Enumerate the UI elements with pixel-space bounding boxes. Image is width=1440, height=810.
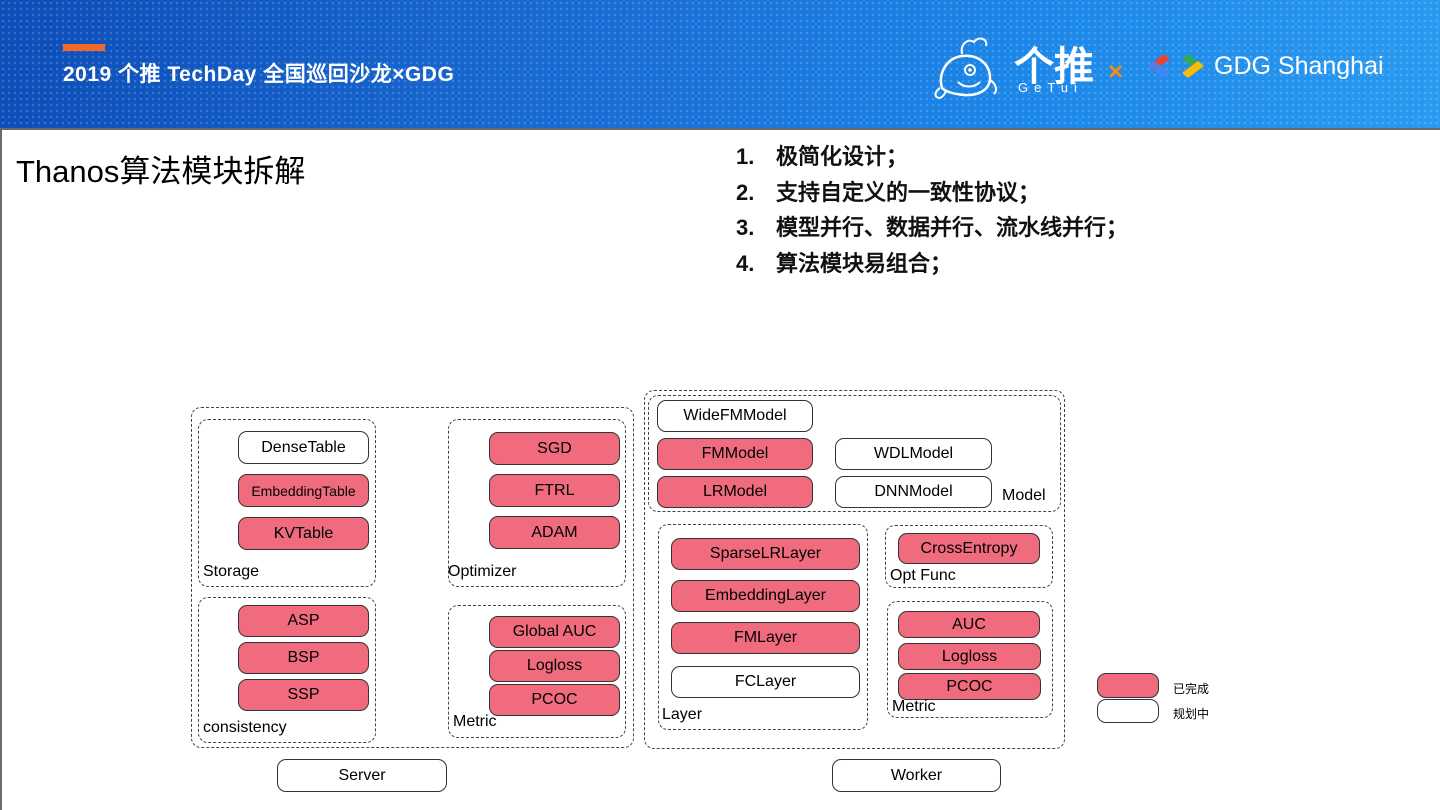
whale-mascot-icon [934,37,998,100]
optimizer-sgd: SGD [489,432,620,465]
model-group [648,395,1061,512]
worker-metric-group [887,601,1053,718]
server-metric-global-auc: Global AUC [489,616,620,648]
storage-label: Storage [203,563,260,580]
key-point-text: 算法模块易组合； [776,250,953,276]
layer-group [658,524,868,730]
model-lrmodel: LRModel [657,476,813,508]
key-point-text: 支持自定义的一致性协议； [776,179,1041,205]
server-label-box: Server [277,759,447,792]
optfunc-crossentropy: CrossEntropy [898,533,1040,564]
storage-kvtable: KVTable [238,517,369,550]
key-point: 4. 算法模块易组合； [736,249,1128,285]
worker-metric-auc: AUC [898,611,1040,638]
optimizer-ftrl: FTRL [489,474,620,507]
key-point-text: 模型并行、数据并行、流水线并行； [776,215,1129,240]
gdg-chevrons-icon [1148,54,1204,78]
key-point: 3. 模型并行、数据并行、流水线并行； [736,213,1128,249]
getui-logo-subtext: GeTui [1018,80,1083,95]
key-points-list: 1. 极简化设计； 2. 支持自定义的一致性协议； 3. 模型并行、数据并行、流水线并… [736,142,1128,284]
server-group [191,407,634,748]
header-divider [0,128,1440,130]
legend-done-label: 已完成 [1173,682,1210,696]
worker-metric-logloss: Logloss [898,643,1041,670]
worker-group [644,390,1065,749]
key-point-number: 3. [736,215,755,240]
layer-sparselrlayer: SparseLRLayer [671,538,860,570]
slide-title: Thanos算法模块拆解 [16,154,306,189]
layer-fclayer: FCLayer [671,666,860,698]
model-wdlmodel: WDLModel [835,438,992,470]
layer-fmlayer: FMLayer [671,622,860,654]
consistency-group [198,597,376,743]
key-point: 1. 极简化设计； [736,142,1128,178]
accent-bar [63,44,105,51]
legend-done-swatch [1097,673,1159,698]
server-metric-logloss: Logloss [489,650,620,682]
gdg-logo-text: GDG Shanghai [1214,52,1384,80]
layer-embeddinglayer: EmbeddingLayer [671,580,860,612]
worker-metric-pcoc: PCOC [898,673,1041,700]
storage-embeddingtable: EmbeddingTable [238,474,369,507]
consistency-label: consistency [203,719,287,736]
consistency-bsp: BSP [238,642,369,674]
key-point-text: 极简化设计； [776,144,909,169]
legend-planned-label: 规划中 [1173,707,1210,721]
model-widefmmodel: WideFMModel [657,400,813,432]
storage-densetable: DenseTable [238,431,369,464]
optimizer-group [448,419,626,587]
worker-label-box: Worker [832,759,1001,792]
storage-group [198,419,376,587]
server-metric-label: Metric [453,713,497,730]
logo-area: 个推 GeTui × GDG Shanghai [930,30,1400,102]
worker-metric-label: Metric [892,698,936,715]
key-point-number: 1. [736,144,755,169]
key-point-number: 2. [736,179,755,205]
optimizer-adam: ADAM [489,516,620,549]
optfunc-group [885,525,1053,588]
server-metric-group [448,605,626,738]
optfunc-label: Opt Func [890,567,956,584]
collab-x-mark: × [1108,56,1124,86]
model-dnnmodel: DNNModel [835,476,992,508]
server-metric-pcoc: PCOC [489,684,620,716]
key-point-number: 4. [736,250,755,276]
model-label: Model [1002,487,1046,504]
optimizer-label: Optimizer [448,563,517,580]
layer-label: Layer [662,706,703,723]
event-title: 2019 个推 TechDay 全国巡回沙龙×GDG [63,63,455,86]
consistency-asp: ASP [238,605,369,637]
legend-planned-swatch [1097,699,1159,723]
model-fmmodel: FMModel [657,438,813,470]
consistency-ssp: SSP [238,679,369,711]
key-point: 2. 支持自定义的一致性协议； [736,178,1128,214]
header-banner: 2019 个推 TechDay 全国巡回沙龙×GDG 个推 GeTui × GD… [0,0,1440,128]
slide-left-border [0,130,2,810]
getui-logo-text: 个推 [1014,45,1094,89]
